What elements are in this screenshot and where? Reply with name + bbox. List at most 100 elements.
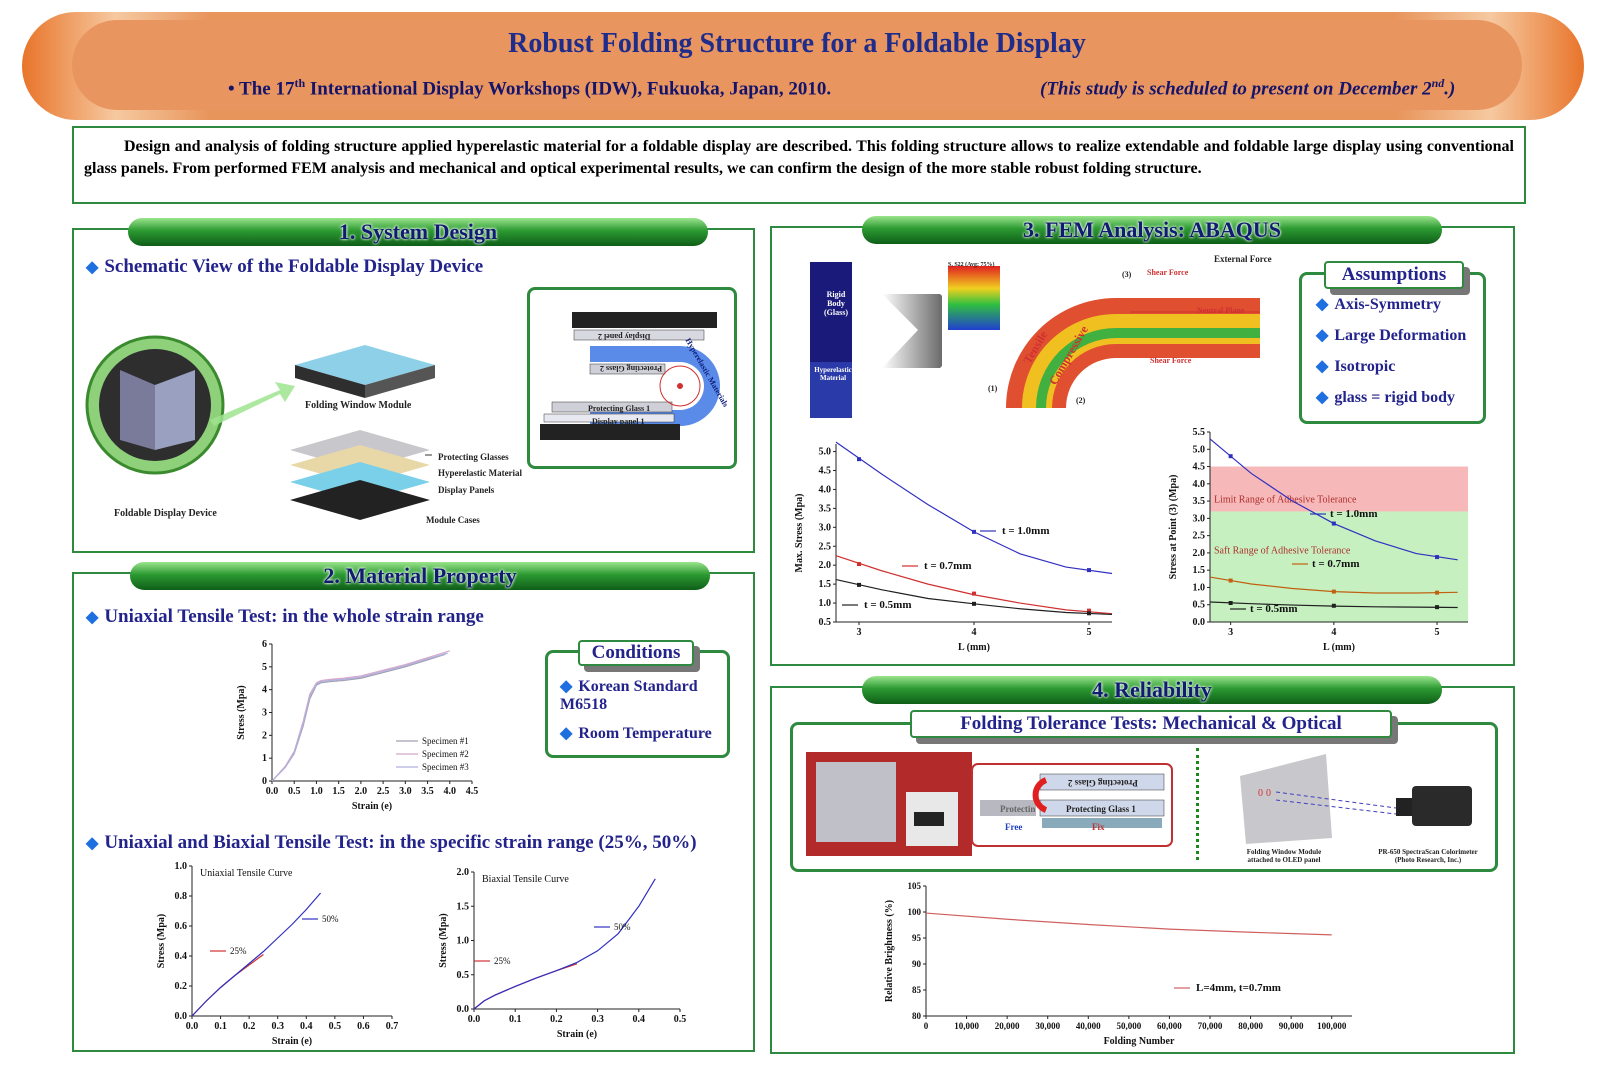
photo-protectin: Protectin — [1000, 804, 1036, 814]
chart-point — [1087, 568, 1091, 573]
assumption-0: ◆Axis-Symmetry — [1316, 296, 1441, 313]
chart-title: Biaxial Tensile Curve — [482, 874, 569, 885]
divider-dotted — [1196, 748, 1199, 860]
chart-y-tick-label: 0.6 — [175, 921, 188, 932]
chart-y-tick-label: 1.0 — [175, 861, 188, 872]
chart-y-tick-label: 95 — [912, 933, 922, 943]
chart-series-line — [925, 912, 1332, 936]
diamond-bullet-icon: ◆ — [560, 725, 573, 742]
chart-x-tick-label: 40,000 — [1076, 1021, 1101, 1031]
chart-x-tick-label: 100,000 — [1317, 1021, 1347, 1031]
chart-x-tick-label: 0.3 — [271, 1021, 284, 1032]
chart-x-tick-label: 1.5 — [332, 786, 345, 797]
chart-y-tick-label: 0.0 — [1193, 617, 1206, 628]
fem-point-1: (1) — [988, 384, 998, 393]
chart-x-label: L (mm) — [958, 642, 990, 653]
chart-point — [972, 591, 976, 596]
chart-x-tick-label: 20,000 — [995, 1021, 1020, 1031]
chart-x-tick-label: 60,000 — [1157, 1021, 1182, 1031]
chart-x-label: L (mm) — [1323, 642, 1355, 653]
chart-y-tick-label: 105 — [908, 881, 922, 891]
chart-x-tick-label: 30,000 — [1035, 1021, 1060, 1031]
layer-label-0: Protecting Glasses — [438, 452, 509, 462]
chart-series-line — [473, 878, 656, 1010]
fem-point-3: (3) — [1122, 270, 1132, 279]
chart-y-tick-label: 4.0 — [819, 484, 832, 495]
chart-y-tick-label: 90 — [912, 959, 922, 969]
chart-x-tick-label: 5 — [1087, 627, 1092, 638]
diamond-bullet-icon: ◆ — [1316, 296, 1329, 313]
chart-y-tick-label: 4.5 — [819, 466, 832, 477]
chart-y-tick-label: 5 — [262, 662, 267, 673]
chart-y-tick-label: 1.5 — [457, 901, 470, 912]
chart-legend-label: t = 0.5mm — [864, 599, 912, 611]
chart-y-tick-label: 5.0 — [819, 447, 832, 458]
chart-legend-label: Specimen #2 — [422, 749, 469, 759]
chart-y-label: Stress at Point (3) (Mpa) — [1168, 475, 1179, 580]
chart-x-tick-label: 5 — [1435, 627, 1440, 638]
chart-y-tick-label: 1 — [262, 753, 267, 764]
chart-y-tick-label: 3.5 — [1193, 496, 1206, 507]
chart-y-tick-label: 2.0 — [1193, 548, 1206, 559]
diamond-bullet-icon: ◆ — [1316, 389, 1329, 406]
chart-x-tick-label: 3.5 — [421, 786, 434, 797]
chart-band-label: Saft Range of Adhesive Tolerance — [1214, 545, 1351, 556]
poster-title: Robust Folding Structure for a Foldable … — [508, 28, 1086, 59]
chart-point — [857, 582, 861, 587]
chart-y-tick-label: 0.4 — [175, 951, 188, 962]
chart-legend-label: t = 1.0mm — [1330, 508, 1378, 520]
chart-x-tick-label: 4 — [1331, 627, 1336, 638]
chart-x-label: Strain (e) — [352, 801, 392, 812]
stress-legend — [948, 266, 1000, 330]
layer-label-2: Display Panels — [438, 485, 495, 495]
chart-y-tick-label: 1.0 — [819, 598, 832, 609]
svg-text:0: 0 — [1266, 788, 1271, 799]
chart-y-tick-label: 2.0 — [457, 867, 470, 878]
chart-x-tick-label: 10,000 — [954, 1021, 979, 1031]
chart-band-label: Limit Range of Adhesive Tolerance — [1214, 495, 1357, 506]
chart-x-tick-label: 0.0 — [266, 786, 279, 797]
fem-neutral-plane: Neutral Plane — [1197, 306, 1245, 315]
colorimeter-body — [1412, 786, 1472, 826]
chart-y-tick-label: 2.5 — [1193, 531, 1206, 542]
colorimeter-caption: PR-650 SpectraScan Colorimeter (Photo Re… — [1378, 848, 1478, 864]
chart-series-line — [473, 963, 578, 1010]
chart-y-label: Stress (Mpa) — [236, 685, 247, 740]
chart-x-label: Folding Number — [1104, 1036, 1175, 1047]
layer-label-3: Module Cases — [426, 515, 480, 525]
chart-x-label: Strain (e) — [557, 1029, 597, 1040]
bullet-uniaxial-biaxial: ◆Uniaxial and Biaxial Tensile Test: in t… — [86, 832, 697, 853]
photo-fix: Fix — [1092, 822, 1105, 832]
chart-y-label: Max. Stress (Mpa) — [794, 494, 805, 573]
chart-y-tick-label: 100 — [908, 907, 922, 917]
bullet-schematic-view: ◆Schematic View of the Foldable Display … — [86, 256, 484, 277]
chart-x-tick-label: 70,000 — [1198, 1021, 1223, 1031]
chart-point — [1228, 454, 1233, 459]
layer-case — [290, 480, 430, 520]
photo-protecting-glass-1: Protecting Glass 1 — [1066, 804, 1136, 814]
abstract: Design and analysis of folding structure… — [72, 126, 1526, 204]
chart-y-tick-label: 4.0 — [1193, 479, 1206, 490]
optical-test-photo: 0 0 — [1240, 754, 1472, 844]
chart-y-label: Stress (Mpa) — [438, 913, 449, 968]
assumption-1: ◆Large Deformation — [1316, 327, 1467, 344]
chart-y-tick-label: 1.5 — [819, 579, 832, 590]
chart-x-tick-label: 0.6 — [357, 1021, 370, 1032]
device-label: Foldable Display Device — [114, 508, 217, 519]
diamond-bullet-icon: ◆ — [560, 678, 573, 695]
fem-shear-force-top: Shear Force — [1147, 268, 1189, 277]
assumptions-title: Assumptions — [1324, 261, 1464, 289]
chart-point — [1435, 605, 1440, 610]
chart-x-tick-label: 0.5 — [674, 1014, 687, 1025]
colorimeter-lens — [1396, 798, 1416, 816]
oled-panel — [1240, 754, 1332, 844]
diamond-bullet-icon: ◆ — [86, 609, 99, 626]
chart-y-tick-label: 3.0 — [819, 522, 832, 533]
chart-point — [857, 457, 861, 462]
assumption-3: ◆glass = rigid body — [1316, 389, 1456, 406]
chart-series-line — [271, 652, 448, 782]
